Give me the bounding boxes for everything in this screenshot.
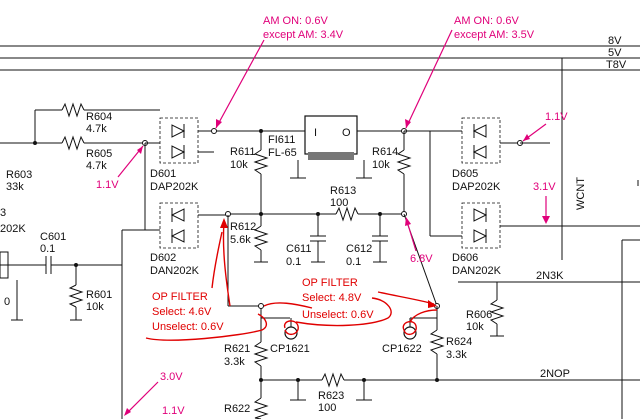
d605-diode-pack: D605 DAP202K [404, 117, 550, 193]
fi611-value: FL-65 [268, 147, 297, 159]
partial-0-label: 0 [4, 296, 10, 308]
r604-value: 4.7k [86, 123, 107, 135]
r622-label: R622 [224, 403, 250, 415]
cp1621-label: CP1621 [270, 343, 310, 355]
wcnt-label: WCNT [575, 177, 587, 210]
c611-label: C611 [286, 243, 311, 255]
r621-value: 3.3k [224, 356, 245, 368]
r624-value: 3.3k [446, 349, 467, 361]
r605-label: R605 [86, 148, 112, 160]
r611-label: R611 [230, 146, 255, 158]
op-right-title: OP FILTER [302, 277, 358, 289]
d601-diode-pack: D601 DAP202K [150, 117, 214, 193]
d606-diode-pack: D606 DAN202K [429, 131, 562, 277]
partial-202k-label: 202K [0, 223, 26, 235]
2nop-label: 2NOP [540, 368, 570, 380]
op-left-unselect: Unselect: 0.6V [152, 321, 224, 333]
d605-value: DAP202K [452, 181, 501, 193]
2n3k-label: 2N3K [536, 270, 564, 282]
am-left-line1: AM ON: 0.6V [263, 15, 328, 27]
op-right-unselect: Unselect: 0.6V [302, 309, 374, 321]
rail-8v-label: 8V [608, 35, 622, 47]
r623-label: R623 [318, 390, 344, 402]
v-1-1-left: 1.1V [96, 179, 119, 191]
r621-label: R621 [224, 343, 250, 355]
power-rails: 8V 5V T8V [0, 35, 640, 71]
r606-label: R606 [466, 309, 492, 321]
v-1-1-bottom: 1.1V [162, 405, 185, 417]
v-3-0: 3.0V [160, 371, 183, 383]
r605-value: 4.7k [86, 160, 107, 172]
c601-label: C601 [40, 231, 66, 243]
d605-label: D605 [452, 168, 478, 180]
r623-value: 100 [318, 402, 336, 414]
rail-5v-label: 5V [608, 47, 622, 59]
r601-label: R601 [86, 289, 112, 301]
am-left-line2: except AM: 3.4V [263, 29, 344, 41]
d601-value: DAP202K [150, 181, 199, 193]
d606-value: DAN202K [452, 265, 502, 277]
d602-diode-pack: D602 DAN202K [150, 202, 228, 277]
r601-value: 10k [86, 301, 104, 313]
fi611-pin-i: I [314, 127, 317, 139]
r624-label: R624 [446, 336, 472, 348]
filter-section: I O FI611 FL-65 R611 10k R614 10k R613 1… [211, 115, 640, 419]
c611-value: 0.1 [286, 256, 301, 268]
op-left-select: Select: 4.6V [152, 306, 212, 318]
handwritten-notes: OP FILTER Select: 4.6V Unselect: 0.6V OP… [145, 218, 438, 341]
am-right-line2: except AM: 3.5V [454, 29, 535, 41]
r614-value: 10k [372, 159, 390, 171]
partial-3-label: 3 [0, 207, 6, 219]
r603-value: 33k [6, 181, 24, 193]
r612-label: R612 [230, 221, 256, 233]
r604-label: R604 [86, 111, 112, 123]
r606-value: 10k [466, 321, 484, 333]
c612-label: C612 [346, 243, 372, 255]
v-1-1-right: 1.1V [545, 111, 568, 123]
am-right-line1: AM ON: 0.6V [454, 15, 519, 27]
r614-label: R614 [372, 146, 398, 158]
r612-value: 5.6k [230, 234, 251, 246]
r613-value: 100 [330, 197, 348, 209]
d602-label: D602 [150, 252, 176, 264]
c612-value: 0.1 [346, 256, 361, 268]
right-output-section: WCNT 2N3K R606 10k [458, 58, 640, 419]
r613-label: R613 [330, 185, 356, 197]
d602-value: DAN202K [150, 265, 200, 277]
d601-label: D601 [150, 168, 176, 180]
v-3-1: 3.1V [533, 181, 556, 193]
voltage-annotations: AM ON: 0.6V except AM: 3.4V AM ON: 0.6V … [96, 15, 568, 417]
r611-value: 10k [230, 159, 248, 171]
fi611-label: FI611 [268, 134, 295, 146]
left-input-section: R604 4.7k R605 4.7k R603 33k 3 202K 0 C6… [0, 102, 160, 419]
v-6-8: 6.8V [410, 253, 433, 265]
op-left-title: OP FILTER [152, 291, 208, 303]
fi611-pin-o: O [342, 127, 351, 139]
op-right-select: Select: 4.8V [302, 292, 362, 304]
d606-label: D606 [452, 252, 478, 264]
rail-t8v-label: T8V [606, 59, 627, 71]
c601-value: 0.1 [40, 243, 55, 255]
r603-label: R603 [6, 169, 32, 181]
cp1622-label: CP1622 [382, 343, 422, 355]
